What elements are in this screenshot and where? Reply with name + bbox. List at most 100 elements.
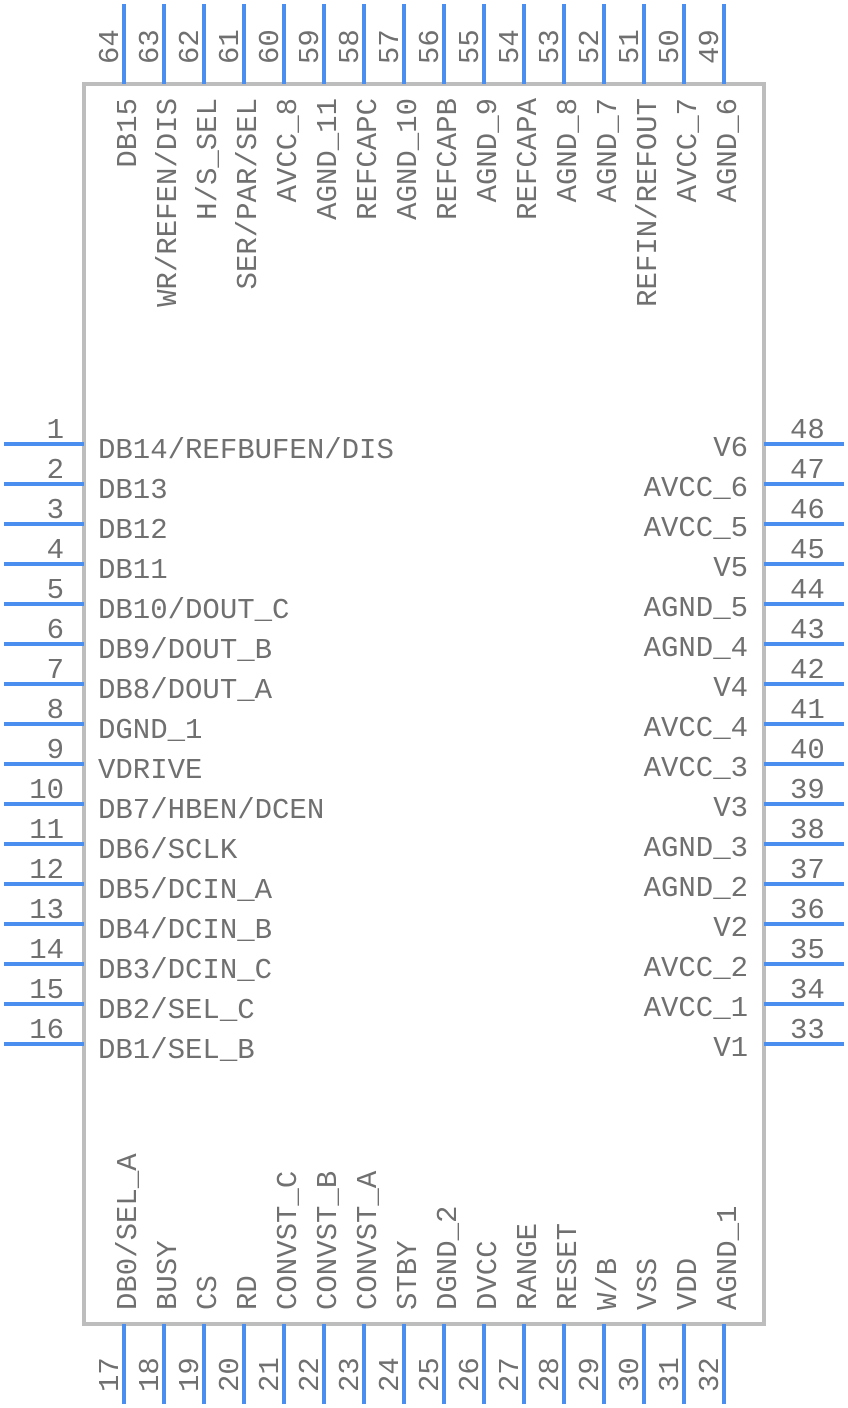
pin-17: 17 DB0/SEL_A <box>94 1153 145 1404</box>
pin-label: AVCC_5 <box>644 512 748 545</box>
pin-label: DB2/SEL_C <box>98 994 255 1027</box>
pins-top: 64DB1563WR/REFEN/DIS62H/S_SEL61SER/PAR/S… <box>94 4 745 307</box>
pin-number: 48 <box>790 414 825 447</box>
pin-number: 17 <box>94 1357 127 1392</box>
pin-62: 62H/S_SEL <box>174 4 225 220</box>
pin-label: DB7/HBEN/DCEN <box>98 794 324 827</box>
pin-number: 51 <box>614 29 647 64</box>
pin-label: RD <box>232 1275 265 1310</box>
pin-label: AGND_4 <box>644 632 748 665</box>
pin-label: V4 <box>713 672 748 705</box>
pin-label: REFCAPA <box>512 97 545 219</box>
pins-bottom: 17DB0/SEL_A18BUSY19CS20RD21CONVST_C22CON… <box>94 1153 745 1404</box>
pin-number: 60 <box>254 29 287 64</box>
pin-number: 14 <box>29 934 64 967</box>
pin-number: 16 <box>29 1014 64 1047</box>
pin-label: AVCC_6 <box>644 472 748 505</box>
pin-label: DGND_1 <box>98 714 202 747</box>
pin-label: DB9/DOUT_B <box>98 634 272 667</box>
pin-number: 10 <box>29 774 64 807</box>
pin-number: 1 <box>47 414 64 447</box>
pin-number: 38 <box>790 814 825 847</box>
pin-label: AGND_6 <box>712 98 745 202</box>
pin-number: 49 <box>694 29 727 64</box>
pin-29: 29 W/B <box>574 1258 625 1404</box>
pin-label: AGND_9 <box>472 98 505 202</box>
pin-label: SER/PAR/SEL <box>232 98 265 289</box>
pin-label: DB1/SEL_B <box>98 1034 255 1067</box>
pin-number: 61 <box>214 29 247 64</box>
pin-number: 52 <box>574 29 607 64</box>
pin-label: AVCC_2 <box>644 952 748 985</box>
pin-number: 25 <box>414 1357 447 1392</box>
pin-number: 57 <box>374 29 407 64</box>
pin-label: VSS <box>632 1258 665 1310</box>
pin-number: 9 <box>47 734 64 767</box>
pin-number: 34 <box>790 974 825 1007</box>
pin-label: VDD <box>672 1258 705 1310</box>
pin-number: 4 <box>47 534 64 567</box>
pin-number: 26 <box>454 1357 487 1392</box>
pin-number: 31 <box>654 1357 687 1392</box>
pin-label: AGND_3 <box>644 832 748 865</box>
pin-label: V3 <box>713 792 748 825</box>
pin-label: DB15 <box>112 98 145 168</box>
pin-label: AGND_2 <box>644 872 748 905</box>
pin-label: AGND_10 <box>392 98 425 220</box>
pin-number: 40 <box>790 734 825 767</box>
pin-label: DB11 <box>98 554 168 587</box>
pin-number: 53 <box>534 29 567 64</box>
pin-label: DB3/DCIN_C <box>98 954 272 987</box>
pin-label: REFCAPB <box>432 98 465 220</box>
pin-number: 36 <box>790 894 825 927</box>
pin-label: DB0/SEL_A <box>112 1153 145 1310</box>
pin-label: W/B <box>592 1258 625 1310</box>
pin-number: 11 <box>29 814 64 847</box>
pin-number: 28 <box>534 1357 567 1392</box>
pin-label: AGND_11 <box>312 98 345 220</box>
pin-label: REFIN/REFOUT <box>632 98 665 307</box>
pin-label: DVCC <box>472 1240 505 1310</box>
pin-number: 56 <box>414 29 447 64</box>
pin-label: BUSY <box>152 1240 185 1310</box>
pin-number: 39 <box>790 774 825 807</box>
pin-number: 64 <box>94 29 127 64</box>
pin-number: 29 <box>574 1357 607 1392</box>
pin-number: 47 <box>790 454 825 487</box>
pin-number: 21 <box>254 1357 287 1392</box>
pin-label: VDRIVE <box>98 754 202 787</box>
pin-label: AGND_7 <box>592 98 625 202</box>
pin-number: 62 <box>174 29 207 64</box>
